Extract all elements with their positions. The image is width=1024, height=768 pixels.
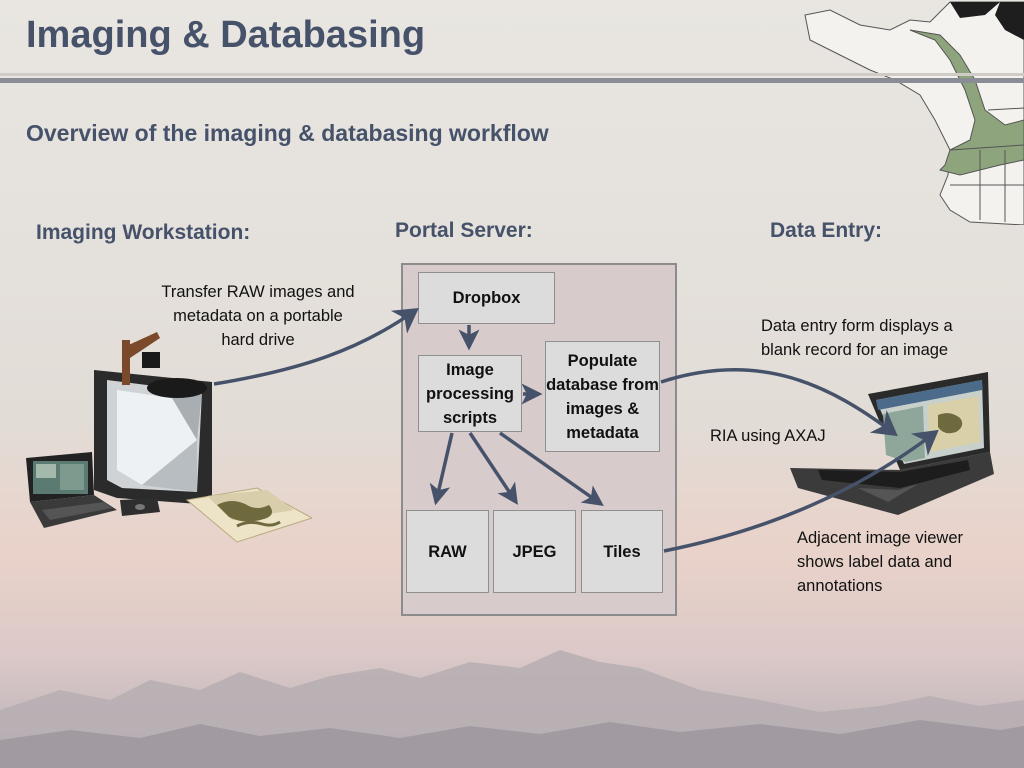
title-divider-light: [0, 73, 1024, 76]
box-image-processing-scripts: Image processing scripts: [418, 355, 522, 432]
box-dropbox: Dropbox: [418, 272, 555, 324]
box-jpeg: JPEG: [493, 510, 576, 593]
laptop-data-entry-photo: [790, 372, 994, 515]
title-divider: [0, 78, 1024, 83]
north-america-map: [804, 1, 1024, 225]
box-populate-database: Populate database from images & metadata: [545, 341, 660, 452]
page-title: Imaging & Databasing: [26, 14, 426, 56]
section-heading-data-entry: Data Entry:: [770, 219, 883, 242]
section-heading-portal: Portal Server:: [395, 219, 533, 242]
imaging-workstation-photo: [26, 332, 312, 543]
note-data-entry-form: Data entry form displays a blank record …: [761, 317, 953, 359]
page-subtitle: Overview of the imaging & databasing wor…: [26, 120, 549, 146]
note-image-viewer: Adjacent image viewer shows label data a…: [797, 529, 963, 595]
section-heading-imaging: Imaging Workstation:: [36, 221, 251, 244]
box-raw: RAW: [406, 510, 489, 593]
box-tiles: Tiles: [581, 510, 663, 593]
